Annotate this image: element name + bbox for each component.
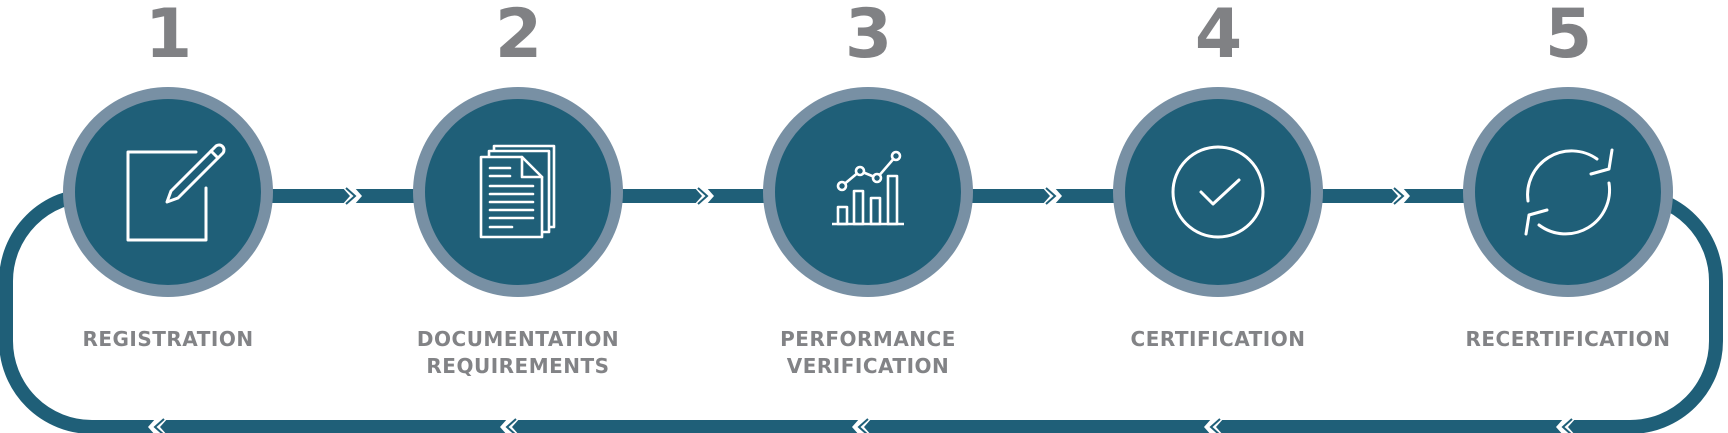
step-label: PERFORMANCE VERIFICATION xyxy=(708,326,1028,380)
bottom-arrow-4 xyxy=(1204,418,1224,433)
step-label-line: DOCUMENTATION xyxy=(416,327,620,351)
step-number: 4 xyxy=(1194,0,1242,74)
bottom-arrow-2 xyxy=(500,418,520,433)
top-arrow-3 xyxy=(1042,187,1062,205)
refresh-cycle-icon xyxy=(1524,148,1614,236)
step-label: DOCUMENTATION REQUIREMENTS xyxy=(358,326,678,380)
bottom-arrow-3 xyxy=(852,418,872,433)
step-number: 2 xyxy=(494,0,542,74)
documents-icon xyxy=(479,144,556,239)
top-arrow-2 xyxy=(694,187,714,205)
step-label-line: CERTIFICATION xyxy=(1130,327,1306,351)
step-5-circle xyxy=(1463,87,1673,297)
bar-chart-trend-icon xyxy=(832,150,904,226)
step-label: REGISTRATION xyxy=(8,326,328,353)
bottom-arrow-1 xyxy=(148,418,168,433)
step-3-circle xyxy=(763,87,973,297)
step-label-line: PERFORMANCE xyxy=(780,327,956,351)
top-arrow-4 xyxy=(1390,187,1410,205)
check-circle-icon xyxy=(1171,145,1265,239)
step-number: 3 xyxy=(844,0,892,74)
step-4-circle xyxy=(1113,87,1323,297)
step-number: 1 xyxy=(144,0,192,74)
step-label-line: REQUIREMENTS xyxy=(426,354,610,378)
step-1-circle xyxy=(63,87,273,297)
step-label-line: RECERTIFICATION xyxy=(1465,327,1671,351)
top-arrow-1 xyxy=(342,187,362,205)
step-label-line: REGISTRATION xyxy=(82,327,254,351)
step-label: CERTIFICATION xyxy=(1058,326,1378,353)
step-number: 5 xyxy=(1544,0,1592,74)
bottom-arrow-5 xyxy=(1556,418,1576,433)
step-label-line: VERIFICATION xyxy=(786,354,950,378)
edit-pencil-icon xyxy=(126,143,226,242)
step-2-circle xyxy=(413,87,623,297)
step-label: RECERTIFICATION xyxy=(1408,326,1728,353)
